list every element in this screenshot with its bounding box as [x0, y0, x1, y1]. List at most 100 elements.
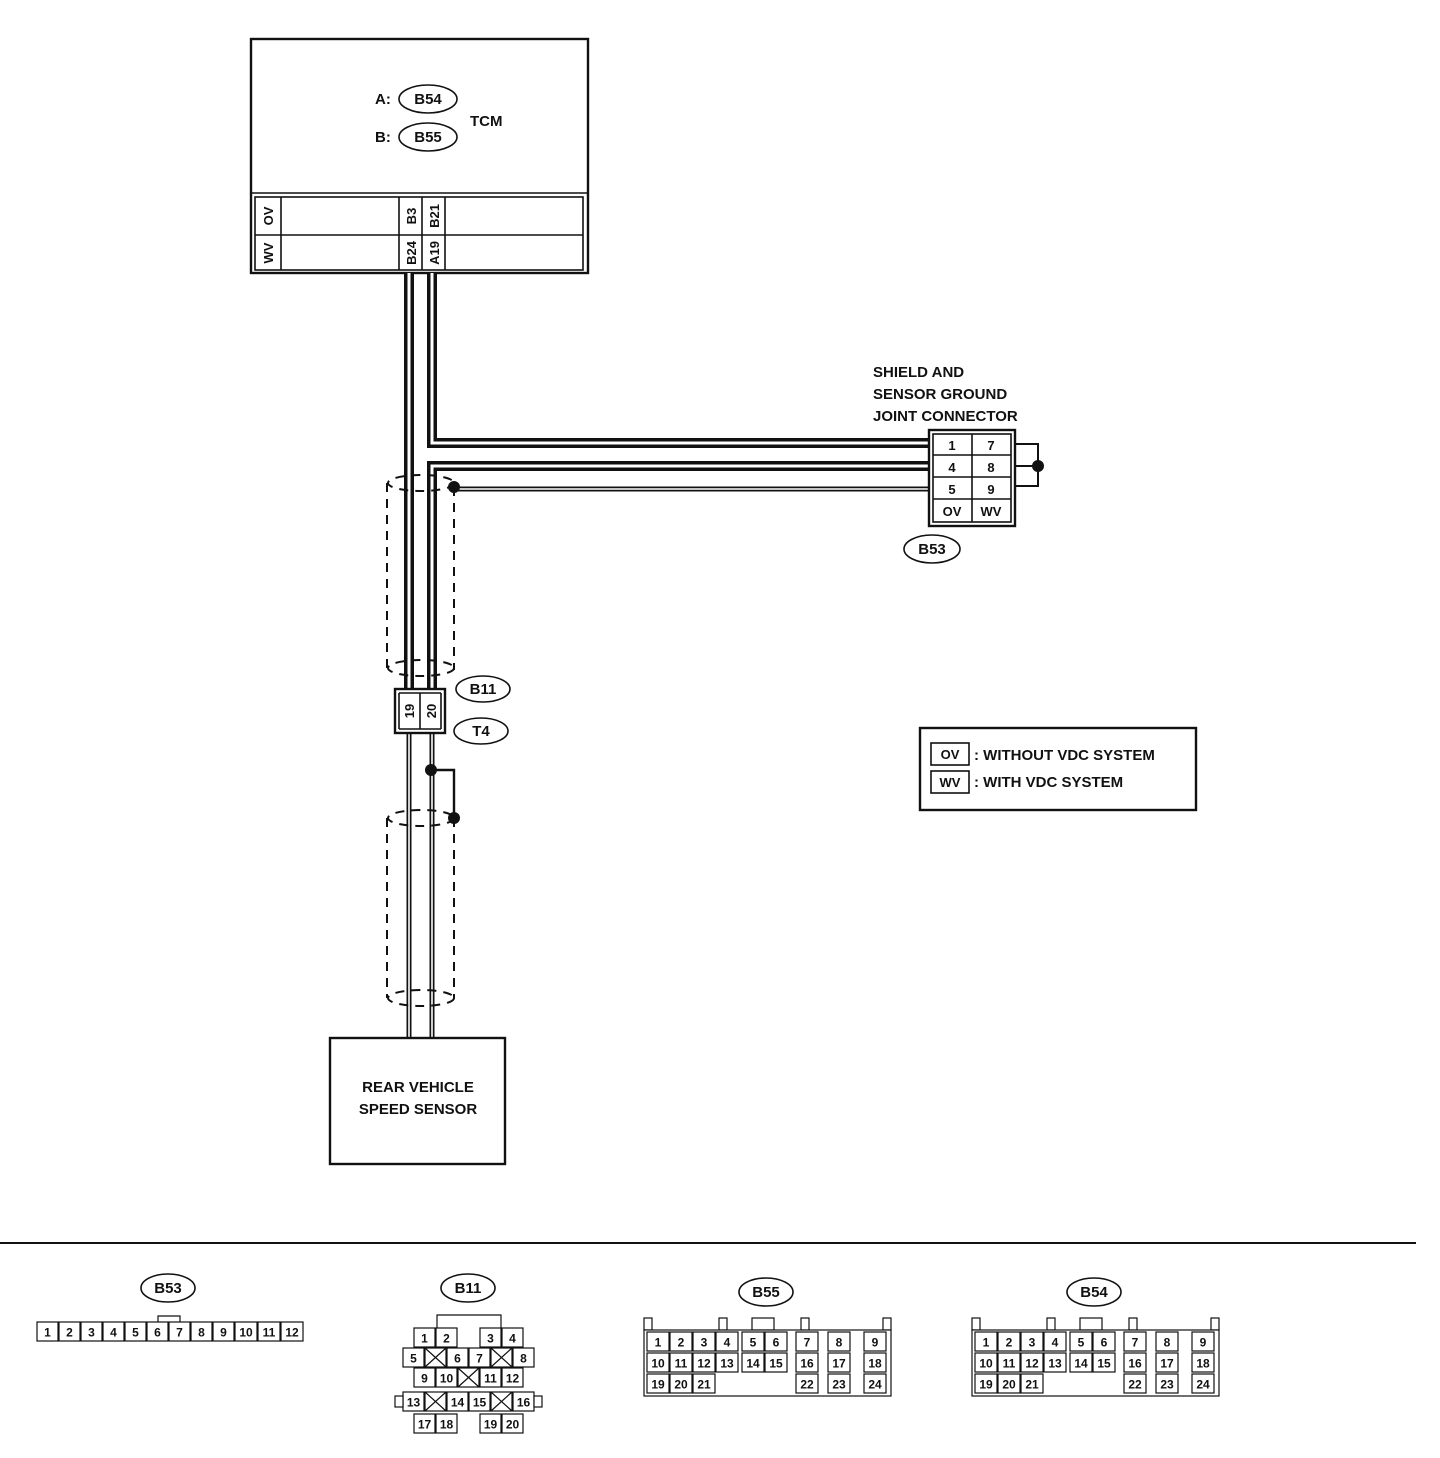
b55-pin-6-cell	[764, 1331, 788, 1352]
inline-code-t4-oval	[453, 717, 509, 745]
b55-pin-8: 8	[836, 1336, 843, 1350]
b11-pin-9-cell	[413, 1367, 436, 1388]
b53-pin-12-cell	[280, 1321, 304, 1342]
b53-pin-1-cell	[36, 1321, 59, 1342]
b11-pin-15-cell	[468, 1391, 491, 1412]
connector-view-b54-code-oval	[1066, 1277, 1122, 1307]
b11-pin-18: 18	[440, 1418, 454, 1432]
b55-pin-5: 5	[750, 1336, 757, 1350]
b55-pin-10: 10	[651, 1357, 665, 1371]
b54-pin-24-cell	[1191, 1373, 1215, 1394]
b54-pin-23-cell	[1155, 1373, 1179, 1394]
b11-blank-2-blank-mark	[490, 1347, 513, 1368]
b54-pin-8-cell	[1155, 1331, 1179, 1352]
b11-pin-1: 1	[421, 1332, 428, 1346]
b55-tab-2	[718, 1317, 728, 1331]
tcm-connector-b-oval	[398, 122, 458, 152]
wire-a19-inner	[430, 273, 932, 445]
b55-pin-19: 19	[651, 1378, 665, 1392]
b11-pin-4: 4	[509, 1332, 516, 1346]
b54-tab-5	[1210, 1317, 1220, 1331]
b54-pin-14: 14	[1074, 1357, 1088, 1371]
b11-pin-19-cell	[479, 1413, 502, 1434]
b54-pin-19: 19	[979, 1378, 993, 1392]
b53-pin-6-cell	[146, 1321, 169, 1342]
b11-pin-4-cell	[501, 1327, 524, 1348]
b55-pin-11: 11	[675, 1357, 688, 1371]
joint-code: B53	[918, 541, 946, 558]
b11-pin-19: 19	[484, 1418, 498, 1432]
b54-pin-24: 24	[1196, 1378, 1210, 1392]
b11-pin-18-cell	[435, 1413, 458, 1434]
b54-pin-17-cell	[1155, 1352, 1179, 1373]
b54-pin-18: 18	[1196, 1357, 1210, 1371]
b53-pin-9-cell	[212, 1321, 235, 1342]
b54-pin-15: 15	[1097, 1357, 1111, 1371]
b53-pin-12: 12	[285, 1326, 299, 1340]
inline-code-b11-oval	[455, 675, 511, 703]
legend-text-ov: : WITHOUT VDC SYSTEM	[974, 747, 1155, 764]
b11-pin-10: 10	[440, 1372, 454, 1386]
b54-pin-7-cell	[1123, 1331, 1147, 1352]
joint-connector: SHIELD AND SENSOR GROUND JOINT CONNECTOR…	[873, 364, 1044, 564]
b54-pin-14-cell	[1069, 1352, 1093, 1373]
lower-drain-wire	[431, 768, 456, 818]
tcm-variant-wv: WV	[261, 242, 276, 263]
b54-pin-12: 12	[1025, 1357, 1039, 1371]
rear-vehicle-speed-sensor: REAR VEHICLE SPEED SENSOR	[328, 1036, 507, 1166]
b55-pin-5-cell	[741, 1331, 765, 1352]
wire-pin4-inner	[430, 464, 932, 690]
b54-pin-16: 16	[1128, 1357, 1142, 1371]
b55-pin-18: 18	[868, 1357, 882, 1371]
connector-view-b55-code: B55	[752, 1284, 780, 1301]
b54-pin-11: 11	[1003, 1357, 1016, 1371]
b55-pin-4: 4	[724, 1336, 731, 1350]
connector-view-b53-code: B53	[154, 1280, 182, 1297]
b54-pin-21: 21	[1025, 1378, 1039, 1392]
b55-pin-15-cell	[764, 1352, 788, 1373]
b11-pin-8-cell	[512, 1347, 535, 1368]
b54-pin-13: 13	[1048, 1357, 1062, 1371]
b11-pin-3: 3	[487, 1332, 494, 1346]
b55-pin-2-cell	[669, 1331, 693, 1352]
b55-pin-9: 9	[872, 1336, 879, 1350]
b53-pin-4-cell	[102, 1321, 125, 1342]
b55-pin-21: 21	[697, 1378, 711, 1392]
b54-pin-18-cell	[1191, 1352, 1215, 1373]
b54-pin-20-cell	[997, 1373, 1021, 1394]
b55-pin-6: 6	[773, 1336, 780, 1350]
b54-pin-22: 22	[1128, 1378, 1142, 1392]
sensor-label-line-1: REAR VEHICLE	[362, 1079, 474, 1096]
connector-view-b11-code: B11	[455, 1280, 482, 1297]
b53-pin-6: 6	[154, 1326, 161, 1340]
b11-pin-15: 15	[473, 1396, 487, 1410]
b54-pin-1-cell	[974, 1331, 998, 1352]
b55-pin-1: 1	[655, 1336, 662, 1350]
joint-pin-9: 9	[987, 482, 994, 497]
b11-pin-11-cell	[479, 1367, 502, 1388]
b55-pin-21-cell	[692, 1373, 716, 1394]
connector-view-b53-code-oval	[140, 1273, 196, 1303]
b53-pin-4: 4	[110, 1326, 117, 1340]
b55-tab-1	[643, 1317, 653, 1331]
b11-blank-3-blank-mark	[457, 1367, 480, 1388]
b54-pin-2: 2	[1006, 1336, 1013, 1350]
tcm-connector-b-prefix: B:	[375, 129, 391, 146]
connector-view-b55-code-oval	[738, 1277, 794, 1307]
b11-pin-10-cell	[435, 1367, 458, 1388]
b11-pin-2: 2	[443, 1332, 450, 1346]
b55-tab-4	[800, 1317, 810, 1331]
joint-title-line-1: SHIELD AND	[873, 364, 964, 381]
b55-pin-13: 13	[720, 1357, 734, 1371]
b53-pin-2-cell	[58, 1321, 81, 1342]
b11-pin-2-cell	[435, 1327, 458, 1348]
b54-pin-3-cell	[1020, 1331, 1044, 1352]
b55-pin-20: 20	[674, 1378, 688, 1392]
b11-pin-20: 20	[506, 1418, 520, 1432]
b11-pin-17-cell	[413, 1413, 436, 1434]
b11-latch-right	[533, 1395, 543, 1408]
b55-pin-16-cell	[795, 1352, 819, 1373]
